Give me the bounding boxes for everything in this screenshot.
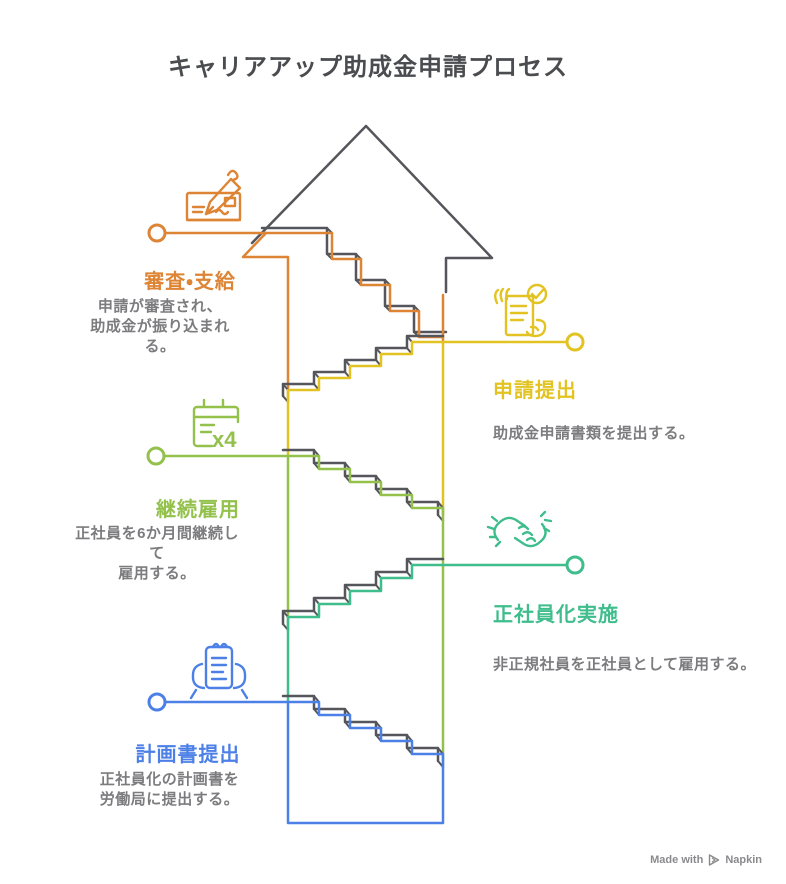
step5-description: 申請が審査され、 助成金が振り込まれる。 [90, 298, 230, 356]
connector-step5 [147, 223, 167, 243]
connector-node-step3 [146, 446, 166, 466]
step4-description: 助成金申請書類を提出する。 [493, 425, 695, 442]
connector-node-step4 [565, 332, 585, 352]
credit-prefix: Made with [650, 854, 704, 866]
step5-label: 審査・支給 [144, 271, 236, 293]
arrow-outline [250, 124, 494, 294]
connector-node-step1 [147, 692, 167, 712]
connector-node-step2 [565, 555, 585, 575]
step2-description: 非正規社員を正社員として雇用する。 [493, 656, 757, 673]
napkin-logo-icon [709, 854, 720, 866]
connector-step1 [147, 692, 290, 712]
connector-node-step5 [147, 223, 167, 243]
connector-step4 [441, 332, 585, 352]
calendar-icon: x4 [192, 398, 240, 452]
stairs-flight-step2 [281, 557, 445, 704]
calendar-badge: x4 [212, 427, 237, 452]
credit-brand: Napkin [725, 854, 762, 866]
stairs-flight-step1 [281, 694, 445, 825]
made-with-napkin-credit: Made with Napkin [650, 854, 762, 866]
stairs-flight-step3 [281, 448, 445, 767]
document-approved-icon [494, 283, 548, 338]
step1-label: 計画書提出 [135, 744, 241, 766]
handshake-icon [486, 510, 553, 548]
step2-label: 正社員化実施 [493, 604, 619, 626]
step3-label: 継続雇用 [156, 499, 240, 521]
stairs-flight-step5 [163, 226, 448, 404]
pen-signing-check-icon [185, 169, 242, 222]
step4-label: 申請提出 [493, 380, 577, 402]
hands-holding-document-icon [189, 642, 249, 700]
step3-description: 正社員を6か月間継続して 雇用する。 [75, 525, 239, 583]
connector-step2 [441, 555, 585, 575]
connector-step3 [146, 446, 290, 466]
page-title: キャリアアップ助成金申請プロセス [168, 54, 568, 81]
step1-description: 正社員化の計画書を 労働局に提出する。 [99, 771, 240, 809]
stairs-flight-step4 [281, 334, 445, 517]
